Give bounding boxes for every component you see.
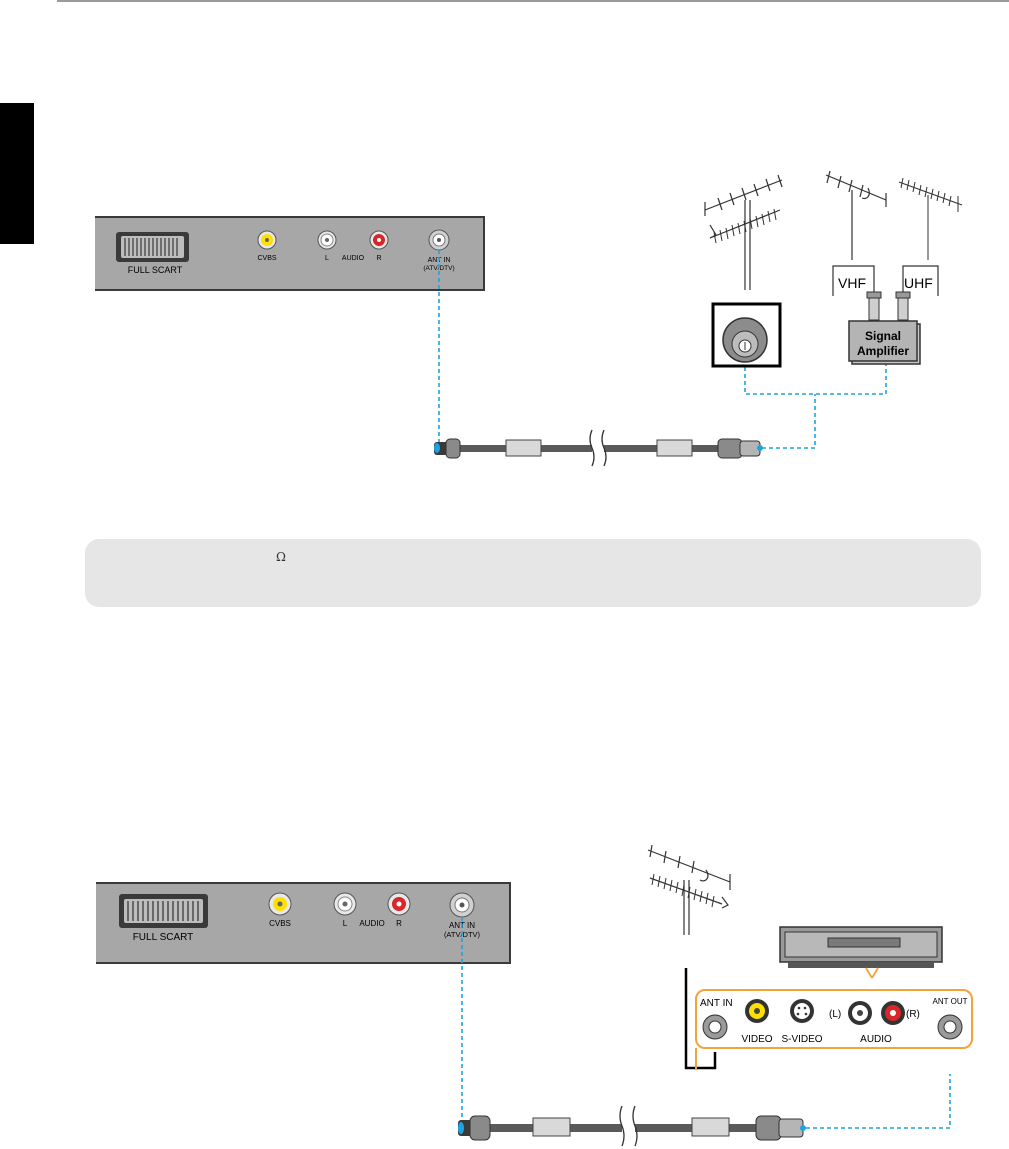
audio-r-jack [369, 230, 389, 250]
vcr-video-label: VIDEO [741, 1034, 772, 1045]
scart-connector [116, 232, 189, 262]
audio-r-jack-2 [387, 892, 411, 916]
note-box: Ω [85, 539, 981, 607]
audio-label-2: AUDIO [359, 919, 384, 928]
tv-back-panel: FULL SCART CVBS L AUDIO R ANT IN (ATV [95, 216, 485, 291]
cvbs-jack [257, 230, 277, 250]
ant-in-jack [428, 229, 450, 251]
vcr-ant-in-jack [702, 1014, 728, 1040]
uhf-antenna-icon [898, 177, 963, 260]
amplifier-label-line1: Signal [865, 329, 901, 343]
antenna-lead [684, 968, 717, 1070]
cvbs-label: CVBS [257, 255, 276, 262]
vcr-ant-out-label: ANT OUT [933, 997, 968, 1006]
scart-label-2: FULL SCART [133, 932, 194, 943]
ant-in-jack-2 [449, 892, 475, 918]
audio-r-label-2: R [396, 919, 402, 928]
vhf-antenna-icon [825, 170, 887, 260]
figure-antenna-connection: FULL SCART CVBS L AUDIO R ANT IN (ATV [95, 170, 963, 467]
vcr-audio-label: AUDIO [860, 1034, 892, 1045]
combined-antenna-icon [704, 174, 783, 290]
ohm-symbol: Ω [276, 550, 286, 564]
signal-amplifier: Signal Amplifier [848, 320, 921, 365]
vcr-audio-l-jack [848, 1001, 872, 1025]
uhf-label: UHF [904, 275, 933, 291]
audio-l-jack-2 [333, 892, 357, 916]
coax-cable [434, 429, 763, 467]
cvbs-jack-2 [268, 892, 292, 916]
vcr-audio-l-label: (L) [829, 1009, 841, 1020]
vcr-video-jack [745, 999, 769, 1023]
signal-path [438, 250, 887, 449]
amp-input-cables [832, 265, 939, 296]
tv-back-panel-2: FULL SCART CVBS L AUDIO R ANT IN (ATV/DT… [96, 882, 511, 964]
audio-l-label: L [325, 255, 329, 262]
audio-l-jack [317, 230, 337, 250]
cvbs-label-2: CVBS [269, 919, 291, 928]
vcr-s-video-jack [790, 999, 814, 1023]
signal-path-2 [461, 917, 951, 1129]
vcr-s-video-label: S-VIDEO [781, 1034, 822, 1045]
vcr-audio-r-jack [881, 1001, 905, 1025]
amp-plugs [866, 291, 911, 321]
audio-r-label: R [376, 255, 381, 262]
side-tab [0, 103, 34, 244]
vcr-ant-out-jack [937, 1014, 963, 1040]
vcr-device [779, 926, 943, 979]
audio-l-label-2: L [343, 919, 348, 928]
scart-connector-2 [119, 894, 208, 928]
vcr-rear-panel: ANT IN VIDEO S-VIDEO (L) (R) [695, 989, 973, 1070]
vcr-ant-in-label: ANT IN [700, 998, 733, 1009]
wall-socket [711, 302, 782, 368]
antenna-icon-2 [647, 844, 731, 935]
top-rule [57, 0, 1009, 2]
audio-label: AUDIO [342, 255, 365, 262]
figure-vcr-connection: FULL SCART CVBS L AUDIO R ANT IN (ATV/DT… [96, 844, 973, 1147]
vhf-label: VHF [838, 275, 866, 291]
vcr-audio-r-label: (R) [906, 1009, 920, 1020]
scart-label: FULL SCART [128, 265, 183, 275]
amplifier-label-line2: Amplifier [857, 344, 909, 358]
ant-in-sub-label: (ATV/DTV) [423, 265, 454, 272]
coax-cable-2 [458, 1105, 806, 1147]
